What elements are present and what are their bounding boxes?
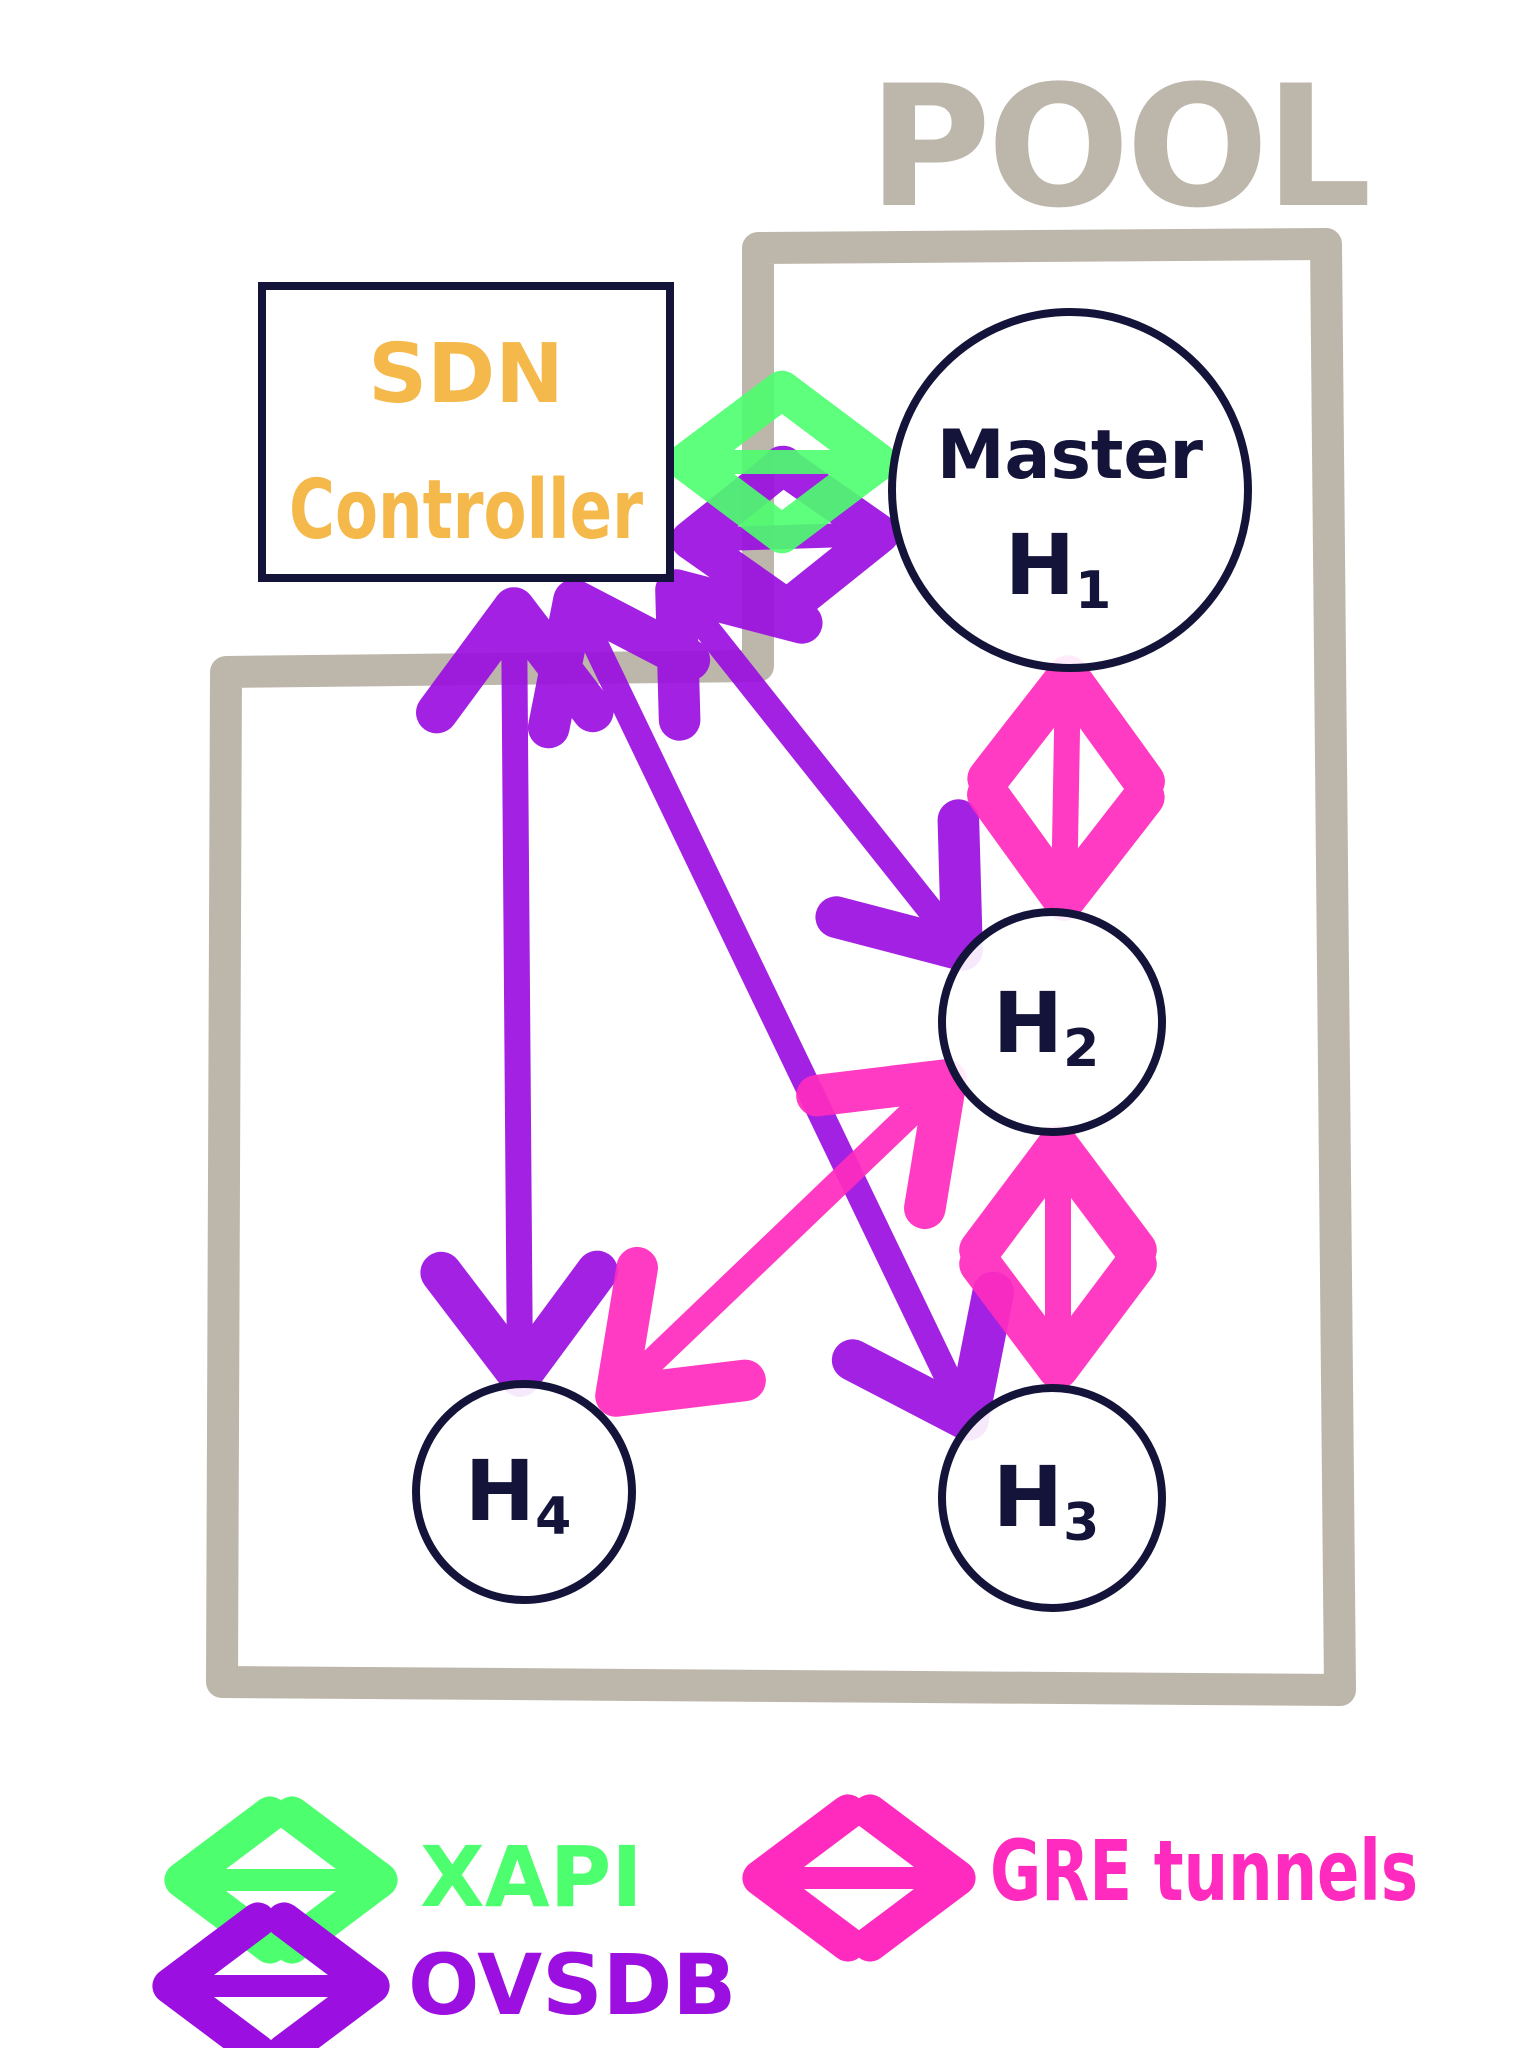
host-h3-label: H3 (993, 1448, 1100, 1553)
gre-arrow-master-h2 (967, 655, 1165, 921)
host-master-h1-title: Master (937, 416, 1204, 495)
legend-item-ovsdb: OVSDB (152, 1902, 736, 2048)
host-master-h1-circle (888, 308, 1252, 672)
sdn-controller-box (258, 282, 674, 582)
ovsdb-arrow-controller-master (670, 445, 900, 629)
sdn-controller: SDN Controller (258, 282, 674, 582)
gre-arrow-h2-h4 (595, 1059, 967, 1417)
legend-item-gre: GRE tunnels (742, 1794, 1418, 1962)
host-h4: H4 (412, 1380, 636, 1604)
legend-ovsdb-label: OVSDB (408, 1936, 736, 2034)
host-master-h1-label: H1 (1005, 516, 1112, 621)
legend-gre-label: GRE tunnels (990, 1822, 1418, 1920)
ovsdb-arrow-controller-h4 (416, 587, 618, 1397)
sdn-controller-line2: Controller (289, 463, 643, 558)
host-h2-circle (938, 908, 1166, 1136)
host-h3-circle (938, 1384, 1166, 1612)
gre-connections (595, 655, 1165, 1417)
legend-item-xapi: XAPI (164, 1796, 643, 1964)
pool-title: POOL (868, 49, 1368, 245)
host-h4-label: H4 (465, 1442, 572, 1547)
host-h2: H2 (938, 908, 1166, 1136)
host-h2-label: H2 (993, 974, 1100, 1079)
host-h4-circle (412, 1380, 636, 1604)
legend-xapi-label: XAPI (420, 1828, 643, 1926)
host-h3: H3 (938, 1384, 1166, 1612)
host-master-h1: Master H1 (888, 308, 1252, 672)
legend: XAPI OVSDB GRE tunnels (152, 1794, 1418, 2048)
sdn-controller-line1: SDN (368, 327, 564, 422)
